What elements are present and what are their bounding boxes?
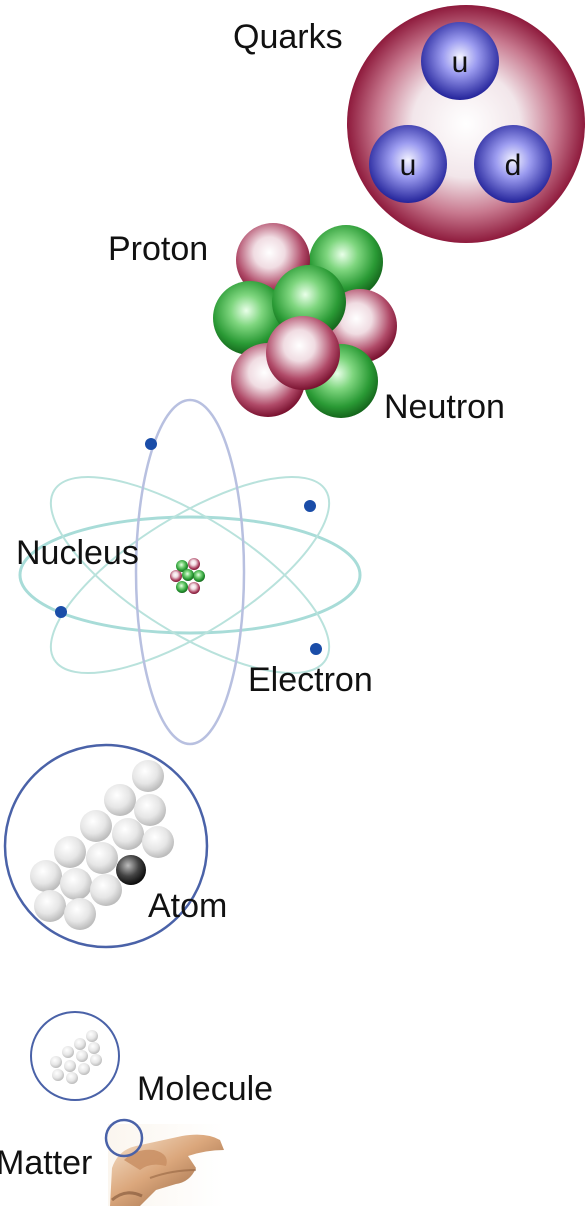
electron-dot xyxy=(304,500,316,512)
proton-label: Proton xyxy=(108,230,208,268)
molecule-label: Molecule xyxy=(137,1070,273,1108)
neutron-label: Neutron xyxy=(384,388,505,426)
molecule-group: Molecule xyxy=(31,1012,273,1108)
nucleus-closeup: Proton Neutron xyxy=(108,223,505,426)
molecule-magnifier-circle xyxy=(31,1012,119,1100)
electron-label: Electron xyxy=(248,661,373,699)
atom-label: Atom xyxy=(148,887,227,925)
quark-u-left: u xyxy=(369,125,447,203)
electron-dot xyxy=(55,606,67,618)
atom-model: Nucleus Electron xyxy=(16,400,373,744)
nucleus-label: Nucleus xyxy=(16,534,139,572)
quark-label: u xyxy=(452,46,469,79)
nucleus-mini xyxy=(170,558,205,594)
hand-image xyxy=(108,1124,224,1206)
matter-group: Matter xyxy=(0,1120,224,1206)
matter-label: Matter xyxy=(0,1144,92,1182)
atom-lattice: Atom xyxy=(5,745,227,947)
quark-label: u xyxy=(400,149,417,182)
quarks-group: u u d Quarks xyxy=(233,5,585,243)
quarks-label: Quarks xyxy=(233,18,343,56)
quark-label: d xyxy=(505,149,522,182)
proton-ball xyxy=(266,316,340,390)
electron-dot xyxy=(145,438,157,450)
quark-d-right: d xyxy=(474,125,552,203)
quark-u-top: u xyxy=(421,22,499,100)
electron-dot xyxy=(310,643,322,655)
highlighted-atom xyxy=(116,855,146,885)
